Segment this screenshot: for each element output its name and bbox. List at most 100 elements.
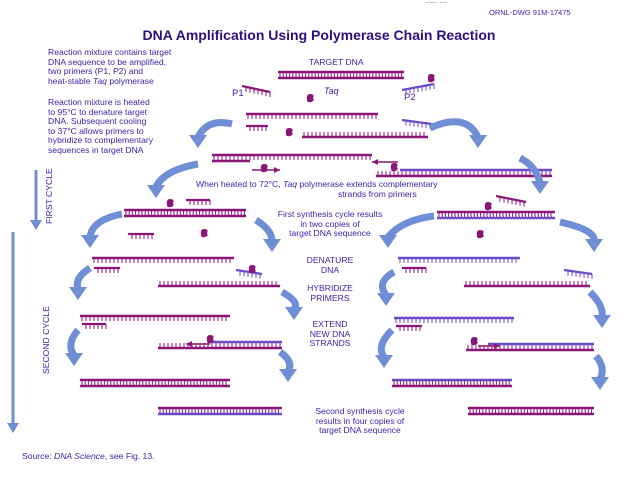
flow-arrow-12-body — [587, 289, 606, 318]
primer-p1-bases — [245, 86, 271, 97]
flow-arrow-3-body — [152, 160, 199, 189]
flow-arrow-9-body — [73, 265, 92, 291]
c2-hyb-1-bases — [81, 316, 227, 321]
hybridized-primer-right — [401, 118, 433, 126]
flow-arrow-3-head — [147, 185, 165, 198]
denature-step-label: DENATURE DNA — [306, 255, 354, 275]
hybridized-primer-left-bases — [249, 126, 267, 131]
copy-1-right-taq — [476, 230, 484, 239]
hybridized-primer-right-bases — [405, 120, 431, 129]
copy-1-left-dot — [166, 199, 174, 208]
denatured-strand-top-bases — [247, 114, 377, 119]
c2-primer-4-bases — [405, 268, 427, 273]
copy-1-left-taq — [200, 229, 208, 238]
taq-extending-left — [260, 164, 268, 173]
primer-p1 — [241, 84, 271, 94]
c2-denatured-3-bases — [399, 258, 517, 263]
denatured-strand-bottom-bases — [303, 132, 425, 137]
hybridize-step-label: HYBRIDIZE PRIMERS — [307, 283, 353, 303]
flow-arrow-13-head — [65, 353, 83, 366]
copy-1-left-base-pairs — [125, 210, 245, 215]
first-cycle-result-note: First synthesis cycle results in two cop… — [277, 209, 383, 239]
flow-arrow-4-head — [531, 181, 549, 194]
primer-p2-label: P2 — [404, 92, 416, 103]
flow-arrow-8-body — [559, 218, 598, 242]
c2-dot-1 — [248, 265, 256, 274]
page-title: DNA Amplification Using Polymerase Chain… — [142, 27, 496, 43]
extension-arrow-left-head — [274, 167, 280, 173]
copy-1-right-base-pairs — [438, 212, 552, 217]
first-cycle-label: FIRST CYCLE — [44, 168, 54, 224]
flow-arrow-14-head — [279, 369, 297, 382]
c2-denatured-4-bases — [465, 281, 587, 286]
flow-arrow-15-body — [377, 327, 395, 360]
source-citation: Source: DNA Science, see Fig. 13. — [22, 451, 155, 461]
taq-extending-right — [390, 163, 398, 172]
flow-arrow-14-body — [277, 349, 294, 373]
flow-arrow-2-body — [428, 118, 482, 139]
flow-arrow-11-head — [377, 293, 395, 306]
second-cycle-axis-head — [7, 423, 19, 433]
drawing-number: ORNL-DWG 91M-17475 — [489, 8, 571, 17]
flow-arrow-12-head — [593, 315, 611, 328]
note-reaction-mixture: Reaction mixture contains target DNA seq… — [48, 47, 172, 86]
c2-hyb-3-bases — [395, 318, 513, 323]
flow-arrow-8-head — [585, 239, 603, 252]
flow-arrow-5-head — [81, 235, 99, 248]
first-cycle-axis-head — [30, 220, 42, 230]
second-cycle-result-note: Second synthesis cycle results in four c… — [315, 406, 405, 436]
primer-p2-bases — [405, 84, 435, 95]
c2-denatured-2-bases — [159, 281, 277, 286]
top-scribble: ~~~ ~~ — [425, 0, 448, 7]
flow-arrow-2-head — [469, 135, 487, 148]
copy-1-right-dot — [484, 202, 492, 211]
flow-arrow-1-head — [189, 135, 207, 148]
target-dna-label: TARGET DNA — [309, 57, 364, 67]
copy-1-left-loose-primer-bases — [131, 234, 153, 239]
c2-denatured-1-bases — [93, 258, 231, 263]
c2-primer-2-bases — [567, 270, 593, 279]
flow-arrow-16-body — [593, 353, 606, 381]
c2-primer-2 — [563, 268, 593, 276]
final-copy-4-base-pairs — [469, 408, 593, 413]
copy-1-left-primer-bases — [189, 200, 211, 205]
final-copy-2-base-pairs — [159, 408, 279, 413]
flow-arrow-15-head — [375, 355, 393, 368]
final-copy-3-base-pairs — [393, 380, 510, 385]
flow-arrow-1-body — [194, 119, 233, 139]
flow-arrow-5-body — [86, 210, 123, 238]
c2-hyb-2-bases — [159, 343, 281, 348]
c2-hyb-taq-1 — [206, 335, 214, 344]
primer-dot — [427, 74, 435, 83]
extension-arrow-right-head — [372, 159, 378, 165]
c2-hyb-taq-2 — [470, 337, 478, 346]
copy-1-right-primer-bases — [499, 196, 525, 207]
extend-step-label: EXTEND NEW DNA STRANDS — [309, 319, 351, 349]
target-dna-base-pairs — [279, 72, 403, 77]
note-denature-hybridize: Reaction mixture is heated to 95°C to de… — [48, 97, 154, 155]
c2-hyb-primer-3-bases — [399, 326, 421, 331]
flow-arrow-4-body — [518, 154, 544, 184]
taq-polymerase — [306, 94, 314, 103]
c2-primer-1-bases — [239, 270, 261, 279]
flow-arrow-16-head — [591, 377, 609, 390]
copy-1-right-primer — [495, 194, 527, 204]
extend-note: When heated to 72°C, Taq polymerase exte… — [196, 179, 438, 199]
c2-hyb-arrow-1-head — [186, 341, 192, 347]
flow-arrow-7-head — [379, 235, 397, 248]
flow-arrow-11-body — [378, 268, 396, 298]
primer-p1-label: P1 — [232, 88, 244, 99]
flow-arrow-13-body — [67, 327, 81, 358]
c2-hyb-primer-1-bases — [85, 324, 107, 329]
c2-hyb-arrow-2-head — [494, 343, 500, 349]
template-left-bases — [213, 155, 371, 160]
flow-arrow-9-head — [69, 287, 87, 300]
flow-arrow-7-body — [385, 212, 435, 240]
flow-arrow-6-head — [263, 239, 281, 252]
c2-primer-3-bases — [97, 268, 119, 273]
taq-bound-left — [285, 128, 293, 137]
taq-label: Taq — [324, 86, 339, 96]
flow-arrow-10-head — [285, 307, 303, 320]
second-cycle-label: SECOND CYCLE — [41, 306, 51, 374]
